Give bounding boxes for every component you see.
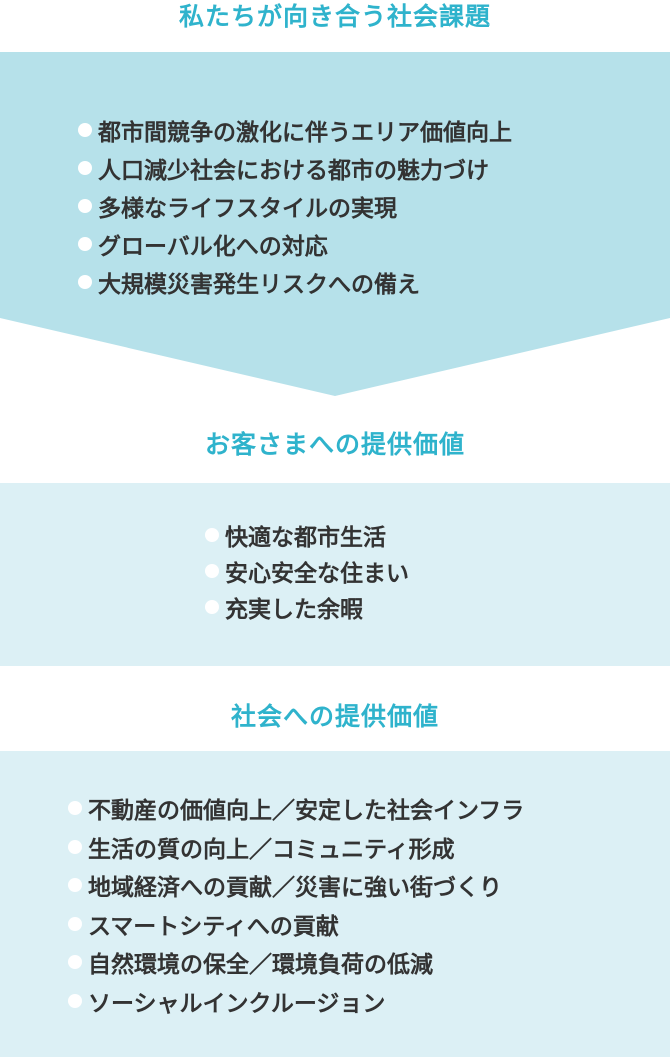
list-item-label: 地域経済への貢献／災害に強い街づくり	[88, 875, 502, 902]
bullet-icon	[78, 275, 92, 289]
list-item: 不動産の価値向上／安定した社会インフラ	[68, 789, 524, 828]
list-item-label: 自然環境の保全／環境負荷の低減	[88, 952, 433, 979]
social-issues-arrow-panel	[0, 52, 670, 396]
customer-value-panel	[0, 483, 670, 666]
bullet-icon	[205, 600, 219, 614]
list-item-label: 多様なライフスタイルの実現	[98, 196, 397, 222]
customer-value-list: 快適な都市生活 安心安全な住まい 充実した余暇	[205, 517, 409, 625]
list-item-label: ソーシャルインクルージョン	[88, 990, 386, 1017]
bullet-icon	[68, 801, 82, 816]
list-item: 都市間競争の激化に伴うエリア価値向上	[78, 111, 512, 149]
bullet-icon	[68, 993, 82, 1008]
society-value-panel	[0, 751, 670, 1057]
list-item-label: スマートシティへの貢献	[88, 913, 339, 940]
list-item-label: 大規模災害発生リスクへの備え	[98, 272, 420, 298]
list-item-label: 安心安全な住まい	[225, 561, 409, 587]
bullet-icon	[205, 528, 219, 542]
list-item-label: 充実した余暇	[225, 597, 363, 623]
list-item-label: 都市間競争の激化に伴うエリア価値向上	[98, 120, 512, 146]
bullet-icon	[68, 839, 82, 854]
society-value-list: 不動産の価値向上／安定した社会インフラ 生活の質の向上／コミュニティ形成 地域経…	[68, 789, 524, 1020]
bullet-icon	[78, 237, 92, 251]
bullet-icon	[78, 161, 92, 175]
list-item: ソーシャルインクルージョン	[68, 982, 524, 1021]
bullet-icon	[68, 955, 82, 970]
bullet-icon	[78, 199, 92, 213]
list-item: スマートシティへの貢献	[68, 905, 524, 944]
list-item: 安心安全な住まい	[205, 553, 409, 589]
list-item-label: 人口減少社会における都市の魅力づけ	[98, 158, 489, 184]
bullet-icon	[78, 123, 92, 137]
list-item: 充実した余暇	[205, 589, 409, 625]
society-value-heading: 社会への提供価値	[230, 702, 439, 731]
list-item: 地域経済への貢献／災害に強い街づくり	[68, 866, 524, 905]
list-item-label: 不動産の価値向上／安定した社会インフラ	[88, 798, 525, 825]
list-item: グローバル化への対応	[78, 225, 512, 263]
social-issues-list: 都市間競争の激化に伴うエリア価値向上 人口減少社会における都市の魅力づけ 多様な…	[78, 111, 512, 301]
list-item-label: 生活の質の向上／コミュニティ形成	[88, 836, 455, 863]
list-item: 生活の質の向上／コミュニティ形成	[68, 828, 524, 867]
social-issues-heading: 私たちが向き合う社会課題	[178, 2, 491, 31]
list-item: 人口減少社会における都市の魅力づけ	[78, 149, 512, 187]
customer-value-heading: お客さまへの提供価値	[204, 430, 465, 459]
bullet-icon	[68, 878, 82, 893]
list-item-label: 快適な都市生活	[225, 525, 386, 551]
bullet-icon	[205, 564, 219, 578]
list-item: 快適な都市生活	[205, 517, 409, 553]
list-item-label: グローバル化への対応	[98, 234, 328, 260]
list-item: 大規模災害発生リスクへの備え	[78, 263, 512, 301]
bullet-icon	[68, 916, 82, 931]
list-item: 自然環境の保全／環境負荷の低減	[68, 943, 524, 982]
list-item: 多様なライフスタイルの実現	[78, 187, 512, 225]
